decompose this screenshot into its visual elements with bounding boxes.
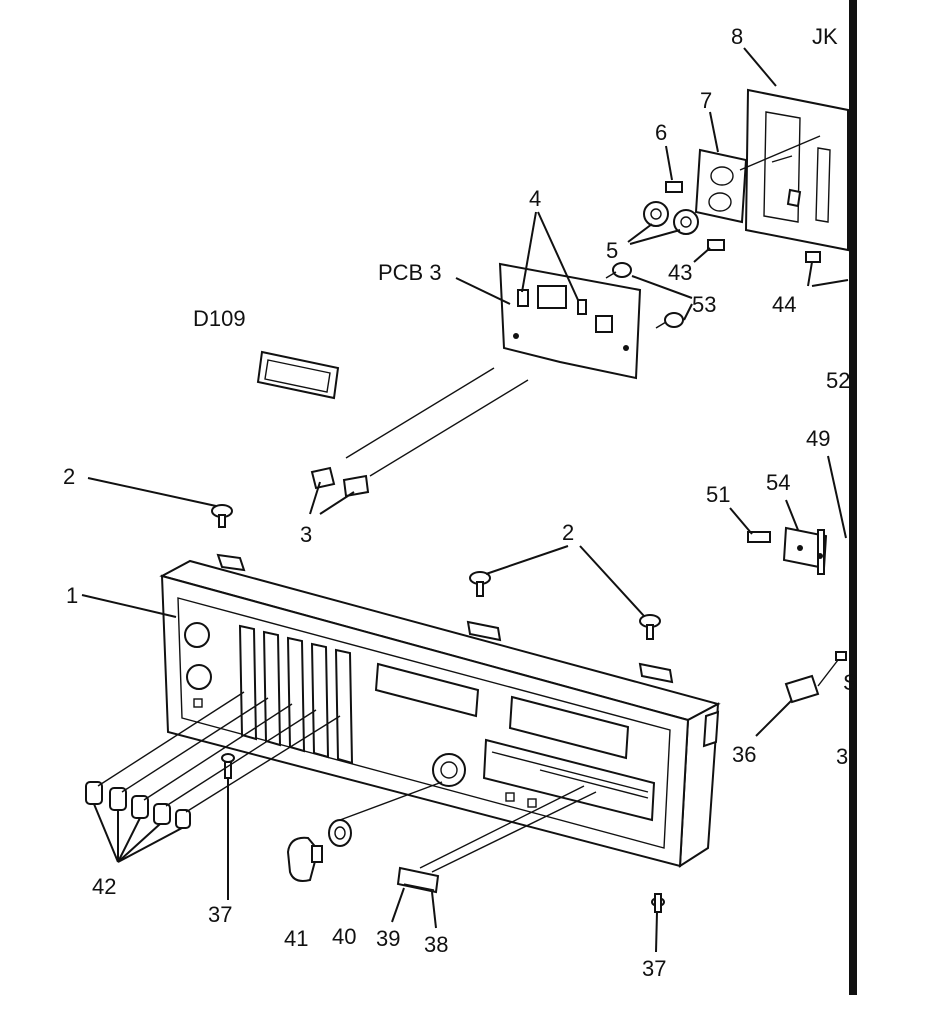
knob-41	[286, 836, 323, 882]
part-36-block	[784, 651, 847, 704]
cassette-slot	[482, 738, 656, 822]
front-panel	[159, 553, 721, 868]
nut-5-b	[673, 209, 699, 235]
jack-bracket-8	[744, 88, 849, 252]
screw-top-mid	[469, 571, 491, 597]
pcb-board	[498, 262, 642, 380]
panel-round-button-top	[184, 622, 210, 648]
standoff-53-a	[605, 262, 632, 279]
label-jack-bracket: 8	[731, 24, 743, 49]
label-52: 52	[826, 368, 850, 393]
label-part-36: 36	[732, 742, 756, 767]
screw-51	[747, 531, 771, 543]
label-3-partial: 3	[836, 744, 848, 769]
label-nuts: 5	[606, 238, 618, 263]
label-49: 49	[806, 426, 830, 451]
jack-screw-6	[665, 181, 683, 193]
slider-slot-4	[310, 642, 330, 759]
label-knob: 41	[284, 926, 308, 951]
label-button-body: 39	[376, 926, 400, 951]
washer-40	[328, 819, 352, 847]
display-window-right	[508, 695, 630, 760]
label-screw-37-right: 37	[642, 956, 666, 981]
label-panel: 1	[66, 583, 78, 608]
right-border-bar	[849, 0, 857, 995]
label-clips: 3	[300, 522, 312, 547]
lenses-42	[85, 781, 191, 829]
label-jack-screw: 6	[655, 120, 667, 145]
slider-slot-2	[262, 630, 282, 747]
leader-lines	[81, 47, 849, 953]
label-54: 54	[766, 470, 790, 495]
label-button-cap: 38	[424, 932, 448, 957]
screw-43	[707, 239, 725, 251]
label-s-partial: S	[843, 670, 858, 695]
label-pcb: PCB 3	[378, 260, 442, 285]
jack-plate-7	[694, 148, 748, 224]
label-screw-44: 44	[772, 292, 796, 317]
slider-slot-3	[286, 636, 306, 753]
label-screws-top-right: 2	[562, 520, 574, 545]
panel-round-button-bottom	[186, 664, 212, 690]
screw-44	[805, 251, 821, 263]
label-washer: 40	[332, 924, 356, 949]
label-jack-plate: 7	[700, 88, 712, 113]
label-standoffs: 53	[692, 292, 716, 317]
label-screw-top-left: 2	[63, 464, 75, 489]
label-lenses: 42	[92, 874, 116, 899]
standoff-53-b	[655, 312, 684, 329]
display-component-d109	[256, 350, 340, 400]
slider-slot-5	[334, 648, 354, 765]
screw-top-left	[211, 504, 233, 528]
bracket-54	[782, 526, 828, 575]
label-leds: 4	[529, 186, 541, 211]
label-screw-37-left: 37	[208, 902, 232, 927]
screw-bottom-right	[651, 893, 665, 913]
part-labels: 1 2 2 3 4 5 6 7 8 JK PCB 3 D109 37 37 38…	[63, 24, 858, 981]
display-window-left	[374, 662, 480, 718]
screw-top-right	[639, 614, 661, 640]
nut-5-a	[643, 201, 669, 227]
label-51: 51	[706, 482, 730, 507]
clip-parts	[310, 466, 370, 498]
button-38-39	[396, 866, 440, 894]
slider-slot-1	[238, 624, 258, 741]
label-display: D109	[193, 306, 246, 331]
label-jk: JK	[812, 24, 838, 49]
headphone-jack-hole	[432, 753, 466, 787]
label-screw-43: 43	[668, 260, 692, 285]
